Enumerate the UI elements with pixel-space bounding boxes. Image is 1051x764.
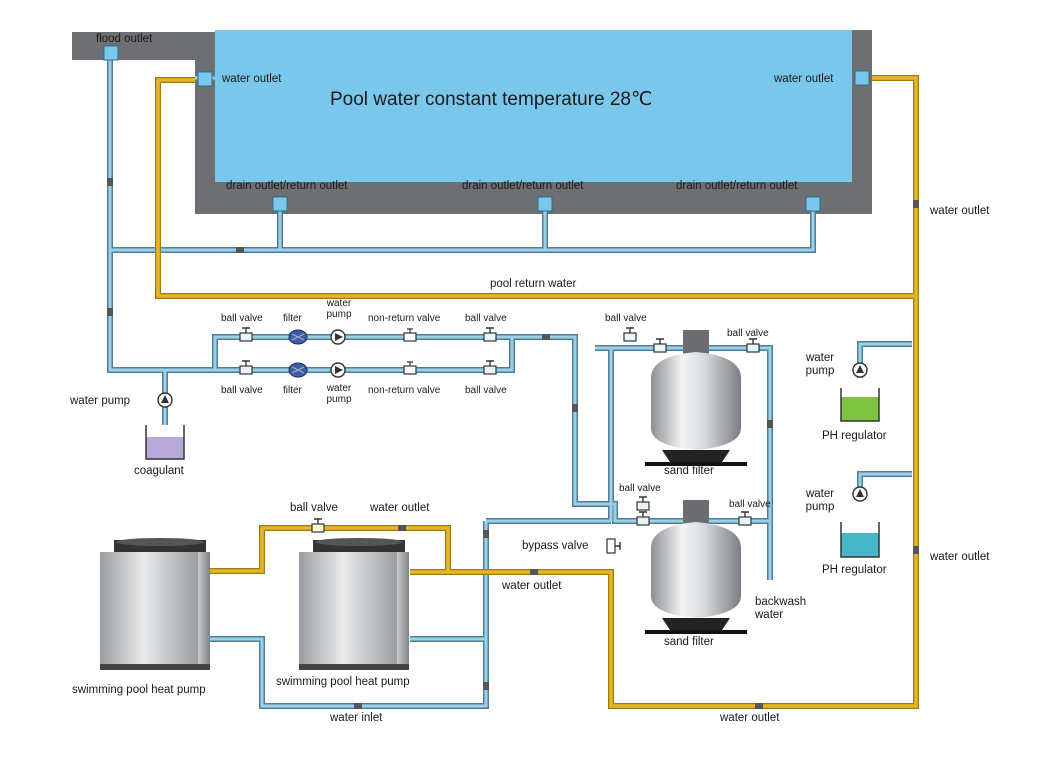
water-pump-label-1: water pump bbox=[326, 298, 352, 320]
ball-valve-icon[interactable] bbox=[636, 496, 650, 511]
ball-valve-icon[interactable] bbox=[483, 327, 497, 342]
pump-icon[interactable] bbox=[330, 329, 346, 345]
drain-port-1 bbox=[272, 196, 288, 212]
ball-valve-icon[interactable] bbox=[636, 511, 650, 526]
filter-label-1: filter bbox=[283, 313, 302, 324]
drain-outlet-label-2: drain outlet/return outlet bbox=[462, 180, 584, 192]
ball-valve-hp-label: ball valve bbox=[290, 502, 338, 514]
water-pump-left-label: water pump bbox=[70, 395, 131, 407]
drain-port-3 bbox=[805, 196, 821, 212]
water-inlet-label: water inlet bbox=[330, 712, 383, 724]
pool bbox=[72, 30, 872, 214]
pool-water-outlet-right-label: water outlet bbox=[774, 73, 834, 85]
sand-filter-icon bbox=[645, 500, 747, 634]
drain-outlet-label-1: drain outlet/return outlet bbox=[226, 180, 348, 192]
ph-regulator-tank bbox=[840, 522, 880, 558]
ball-valve-icon[interactable] bbox=[239, 327, 253, 342]
ball-valve-icon[interactable] bbox=[653, 338, 667, 353]
heat-pump-icon bbox=[100, 538, 210, 670]
sand-filter-label-2: sand filter bbox=[664, 636, 714, 648]
pool-water-outlet-left-label: water outlet bbox=[222, 73, 282, 85]
ph-pump-icon[interactable] bbox=[852, 362, 868, 378]
water-outlet-right-upper-label: water outlet bbox=[930, 205, 990, 217]
heat-pump-icon bbox=[299, 538, 409, 670]
water-outlet-hp-label: water outlet bbox=[370, 502, 430, 514]
bypass-valve-icon[interactable] bbox=[606, 538, 621, 554]
drain-port-2 bbox=[537, 196, 553, 212]
sand-filter-label-1: sand filter bbox=[664, 465, 714, 477]
backwash-water-label: backwash water bbox=[755, 596, 807, 621]
water-outlet-bottom-label: water outlet bbox=[720, 712, 780, 724]
ball-valve-label-2: ball valve bbox=[465, 313, 507, 324]
bypass-valve-label: bypass valve bbox=[522, 540, 589, 552]
water-outlet-right-lower-label: water outlet bbox=[930, 551, 990, 563]
coagulant-tank bbox=[145, 425, 185, 460]
ball-valve-icon[interactable] bbox=[746, 338, 760, 353]
ball-valve-label-7: ball valve bbox=[619, 483, 661, 494]
check-valve-icon[interactable] bbox=[403, 328, 417, 342]
non-return-valve-label-2: non-return valve bbox=[368, 385, 441, 396]
filter-icon[interactable] bbox=[288, 329, 308, 345]
flood-outlet-label: flood outlet bbox=[96, 33, 153, 45]
pipe-joints bbox=[107, 178, 919, 709]
coagulant-pump-icon[interactable] bbox=[157, 392, 173, 408]
ph-water-pump-label-1: water pump bbox=[805, 352, 835, 377]
ph-regulator-label-2: PH regulator bbox=[822, 564, 887, 576]
pool-wall bbox=[72, 30, 872, 214]
filter-icon[interactable] bbox=[288, 362, 308, 378]
ball-valve-label-5: ball valve bbox=[605, 313, 647, 324]
ph-water-pump-label-2: water pump bbox=[805, 488, 835, 513]
non-return-valve-label-1: non-return valve bbox=[368, 313, 441, 324]
ball-valve-label-4: ball valve bbox=[465, 385, 507, 396]
filter-label-2: filter bbox=[283, 385, 302, 396]
yellow-pipes bbox=[155, 75, 919, 709]
heat-pump-label-1: swimming pool heat pump bbox=[72, 684, 206, 696]
pool-return-water-label: pool return water bbox=[490, 278, 577, 290]
pool-title: Pool water constant temperature 28℃ bbox=[330, 89, 653, 110]
ball-valve-label-6: ball valve bbox=[727, 328, 769, 339]
coagulant-label: coagulant bbox=[134, 465, 184, 477]
ph-pump-icon[interactable] bbox=[852, 486, 868, 502]
ball-valve-icon[interactable] bbox=[483, 360, 497, 375]
drain-outlet-label-3: drain outlet/return outlet bbox=[676, 180, 798, 192]
pool-water bbox=[215, 30, 852, 182]
ball-valve-icon[interactable] bbox=[738, 511, 752, 526]
right-outlet-port bbox=[854, 70, 870, 86]
ball-valve-icon[interactable] bbox=[239, 360, 253, 375]
ph-regulator-tank bbox=[840, 388, 880, 422]
ball-valve-label-1: ball valve bbox=[221, 313, 263, 324]
pool-ports bbox=[103, 45, 870, 212]
ball-valve-label-3: ball valve bbox=[221, 385, 263, 396]
ball-valve-icon[interactable] bbox=[623, 327, 637, 342]
sand-filter-icon bbox=[645, 330, 747, 466]
ball-valve-label-8: ball valve bbox=[729, 499, 771, 510]
water-pump-label-2: water pump bbox=[326, 383, 352, 405]
water-outlet-mid-label: water outlet bbox=[502, 580, 562, 592]
ball-valve-icon[interactable] bbox=[311, 518, 325, 533]
left-outlet-port bbox=[197, 71, 213, 87]
pump-icon[interactable] bbox=[330, 362, 346, 378]
check-valve-icon[interactable] bbox=[403, 361, 417, 375]
ph-regulator-label-1: PH regulator bbox=[822, 430, 887, 442]
heat-pump-label-2: swimming pool heat pump bbox=[276, 676, 410, 688]
flood-outlet-port bbox=[103, 45, 119, 61]
